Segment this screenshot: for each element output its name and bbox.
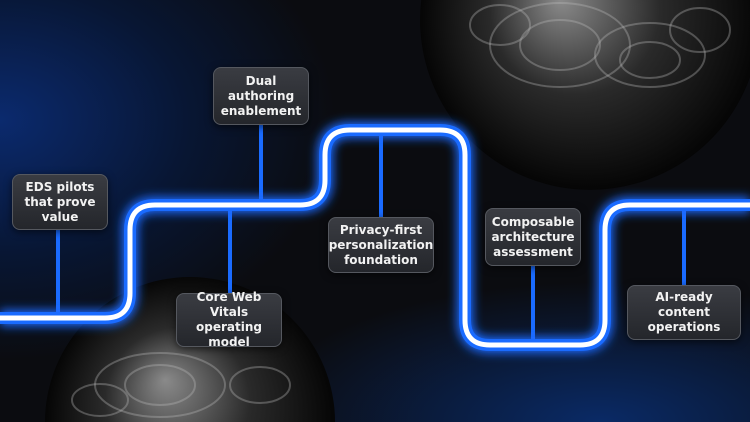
milestone-ai-ready-content: AI-ready content operations — [627, 285, 741, 340]
milestone-privacy-first: Privacy-first personalization foundation — [328, 217, 434, 273]
milestone-dual-authoring: Dual authoring enablement — [213, 67, 309, 125]
sphere-top-right — [420, 0, 750, 190]
roadmap-path — [0, 122, 750, 353]
milestone-core-web-vitals: Core Web Vitals operating model — [176, 290, 282, 349]
milestone-eds-pilots: EDS pilots that prove value — [12, 174, 108, 230]
milestone-composable-architecture: Composable architecture assessment — [485, 208, 581, 266]
connectors — [56, 125, 686, 345]
